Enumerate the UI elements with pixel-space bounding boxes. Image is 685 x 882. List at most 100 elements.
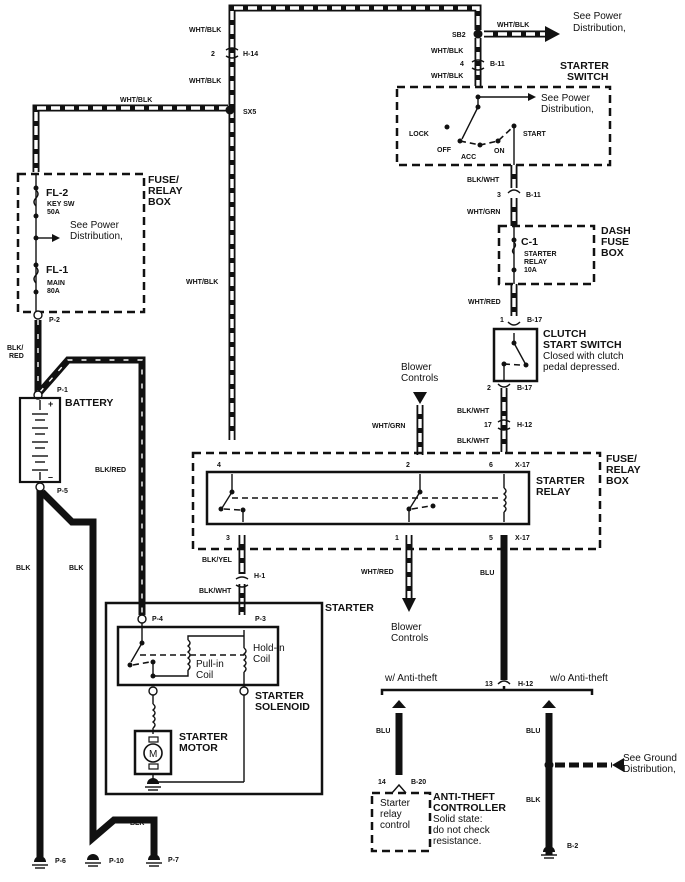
battery-minus: –	[48, 472, 53, 482]
connector-id: P-3	[255, 616, 266, 623]
connector-pin: 14	[378, 779, 386, 786]
connector-id: B-2	[567, 843, 578, 850]
connector-id: B-11	[526, 192, 541, 199]
dash-fuse-box	[497, 224, 596, 286]
connector-id: H-1	[254, 573, 265, 580]
wire-label: RED	[9, 353, 24, 360]
anti-theft-title: ANTI-THEFT	[433, 791, 495, 803]
wire-label: WHT/BLK	[186, 279, 218, 286]
relay-pin: 6	[489, 462, 493, 469]
wire-label: WHT/GRN	[467, 209, 500, 216]
wire-label: BLK/WHT	[467, 177, 500, 184]
splice-sb2	[473, 29, 483, 39]
relay-pin: 5	[489, 535, 493, 542]
wire-label: WHT/BLK	[189, 78, 221, 85]
starter-switch	[395, 85, 612, 167]
anti-theft-controller	[370, 783, 432, 853]
connector-id: B-17	[517, 385, 532, 392]
switch-position: START	[523, 131, 547, 138]
fuse-relay-box-title: RELAY	[606, 464, 641, 476]
starter-title: STARTER	[325, 602, 374, 614]
fl1-desc: MAIN	[47, 280, 65, 287]
relay-pin: 2	[406, 462, 410, 469]
connector-pin: 17	[484, 422, 492, 429]
battery-title: BATTERY	[65, 397, 113, 409]
c1-name: C-1	[521, 236, 538, 248]
wire-label: BLU	[480, 570, 494, 577]
wire-wht-red-blower-out	[402, 535, 416, 612]
hold-in-coil-label: Hold-in	[253, 643, 285, 654]
wire-label: WHT/RED	[361, 569, 394, 576]
clutch-switch-desc: Closed with clutch	[543, 351, 624, 362]
see-power-text: See Power	[70, 220, 120, 231]
wire-label: BLK/WHT	[457, 438, 490, 445]
starter-solenoid-title: STARTER	[255, 690, 304, 702]
anti-theft-inner: control	[380, 820, 410, 831]
clutch-switch-title: CLUTCH	[543, 328, 586, 340]
wire-label: BLK	[526, 797, 540, 804]
wire-label: WHT/BLK	[120, 97, 152, 104]
splice-sx5	[225, 105, 235, 115]
ground-icon	[85, 854, 101, 867]
splice-label: SB2	[452, 32, 466, 39]
clutch-switch-desc: pedal depressed.	[543, 362, 620, 373]
see-ground-text: Distribution,	[623, 764, 676, 775]
fuse-relay-box-top	[16, 172, 146, 320]
fl2-desc: 50A	[47, 209, 60, 216]
connector-id: B-20	[411, 779, 426, 786]
connector-id: P-2	[49, 317, 60, 324]
connector-id: X-17	[515, 535, 530, 542]
connector-id: P-5	[57, 488, 68, 495]
switch-position: ON	[494, 148, 505, 155]
connector-id: P-10	[109, 858, 124, 865]
anti-theft-desc: Solid state:	[433, 814, 482, 825]
see-power-text: Distribution,	[573, 23, 626, 34]
wire-label: BLK/RED	[95, 467, 126, 474]
wire-label: BLU	[376, 728, 390, 735]
starter-relay-title: RELAY	[536, 486, 571, 498]
connector-id: P-7	[168, 857, 179, 864]
connector-pin: 4	[460, 61, 464, 68]
relay-pin: 4	[217, 462, 221, 469]
blower-controls-text: Blower	[401, 362, 432, 373]
wire-blk-red	[34, 320, 146, 615]
wire-blu	[380, 535, 624, 855]
connector-id: H-12	[518, 681, 533, 688]
connector-id: B-17	[527, 317, 542, 324]
fl2-desc: KEY SW	[47, 201, 75, 208]
connector-id: P-4	[152, 616, 163, 623]
wire-label: BLK	[69, 565, 83, 572]
connector-id: H-12	[517, 422, 532, 429]
wire-label: WHT/RED	[468, 299, 501, 306]
clutch-start-switch	[492, 327, 539, 383]
ground-symbols	[32, 846, 557, 869]
battery	[18, 390, 62, 492]
see-power-text: Distribution,	[541, 104, 594, 115]
variant-without-anti-theft: w/o Anti-theft	[549, 673, 608, 684]
wire-label: BLK/	[7, 345, 23, 352]
c1-desc: RELAY	[524, 259, 547, 266]
fuse-relay-box-title: FUSE/	[148, 174, 179, 186]
see-power-text: Distribution,	[70, 231, 123, 242]
c1-desc: 10A	[524, 267, 537, 274]
connector-id: P-1	[57, 387, 68, 394]
pull-in-coil-label: Coil	[196, 670, 213, 681]
variant-with-anti-theft: w/ Anti-theft	[384, 673, 437, 684]
connector-id: H-14	[243, 51, 258, 58]
fl1-desc: 80A	[47, 288, 60, 295]
wire-label: WHT/BLK	[189, 27, 221, 34]
starter-switch-title: SWITCH	[567, 71, 608, 83]
wire-wht-blk-top	[32, 4, 560, 440]
wire-label: WHT/BLK	[431, 73, 463, 80]
see-power-text: See Power	[573, 11, 623, 22]
wire-blk-wht-switch-down	[500, 165, 518, 452]
relay-pin: 3	[226, 535, 230, 542]
blower-controls-text: Controls	[391, 633, 428, 644]
connector-pin: 2	[487, 385, 491, 392]
anti-theft-inner: relay	[380, 809, 402, 820]
anti-theft-desc: do not check	[433, 825, 491, 836]
connector-pin: 3	[497, 192, 501, 199]
see-ground-text: See Ground	[623, 753, 677, 764]
clutch-switch-title: START SWITCH	[543, 339, 622, 351]
ground-icon	[146, 854, 162, 867]
